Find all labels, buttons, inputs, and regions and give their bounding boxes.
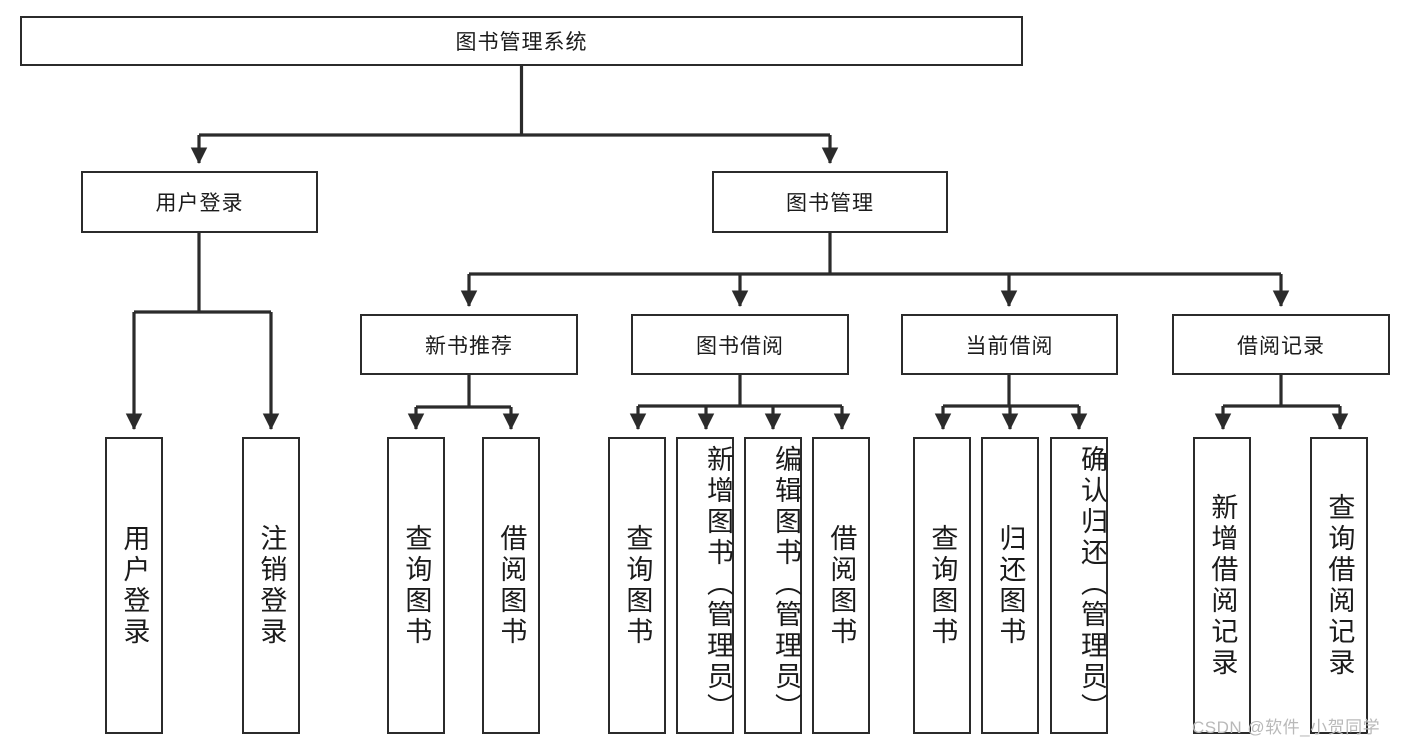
node-user-login-label: 用户登录 — [155, 192, 244, 215]
leaf-current-query-book[interactable]: 查询图书 — [913, 437, 971, 734]
node-user-login[interactable]: 用户登录 — [81, 171, 318, 233]
node-root[interactable]: 图书管理系统 — [20, 16, 1023, 66]
node-borrow-record-label: 借阅记录 — [1237, 334, 1325, 358]
node-new-book-recommend[interactable]: 新书推荐 — [360, 314, 578, 375]
csdn-watermark: CSDN @软件_小贺同学 — [1192, 718, 1381, 737]
node-book-management[interactable]: 图书管理 — [712, 171, 948, 233]
node-root-label: 图书管理系统 — [455, 31, 588, 54]
node-current-borrow[interactable]: 当前借阅 — [901, 314, 1118, 375]
leaf-user-login-do-label: 用户登录 — [119, 523, 150, 648]
leaf-user-login-do[interactable]: 用户登录 — [105, 437, 163, 734]
leaf-user-logout-label: 注销登录 — [256, 523, 287, 648]
leaf-borrow-query-book[interactable]: 查询图书 — [608, 437, 666, 734]
node-book-borrow[interactable]: 图书借阅 — [631, 314, 849, 375]
leaf-new-book-query-label: 查询图书 — [401, 523, 432, 648]
leaf-borrow-book-label: 借阅图书 — [826, 523, 857, 648]
leaf-return-book-label: 归还图书 — [995, 523, 1026, 648]
leaf-add-book-admin-label: 新增图书（管理员） — [703, 445, 733, 724]
leaf-add-borrow-record-label: 新增借阅记录 — [1207, 492, 1238, 679]
leaf-confirm-return-admin[interactable]: 确认归还（管理员） — [1050, 437, 1108, 734]
leaf-current-query-book-label: 查询图书 — [927, 523, 958, 648]
node-book-borrow-label: 图书借阅 — [696, 334, 784, 358]
leaf-add-book-admin[interactable]: 新增图书（管理员） — [676, 437, 734, 734]
node-book-management-label: 图书管理 — [786, 192, 874, 215]
leaf-query-borrow-record-label: 查询借阅记录 — [1324, 492, 1355, 679]
leaf-query-borrow-record[interactable]: 查询借阅记录 — [1310, 437, 1368, 734]
leaf-borrow-query-book-label: 查询图书 — [622, 523, 653, 648]
leaf-return-book[interactable]: 归还图书 — [981, 437, 1039, 734]
leaf-new-book-query[interactable]: 查询图书 — [387, 437, 445, 734]
node-new-book-recommend-label: 新书推荐 — [425, 334, 513, 358]
leaf-add-borrow-record[interactable]: 新增借阅记录 — [1193, 437, 1251, 734]
leaf-edit-book-admin-label: 编辑图书（管理员） — [771, 445, 801, 724]
leaf-new-book-borrow-label: 借阅图书 — [496, 523, 527, 648]
leaf-borrow-book[interactable]: 借阅图书 — [812, 437, 870, 734]
node-borrow-record[interactable]: 借阅记录 — [1172, 314, 1390, 375]
leaf-user-logout[interactable]: 注销登录 — [242, 437, 300, 734]
leaf-edit-book-admin[interactable]: 编辑图书（管理员） — [744, 437, 802, 734]
node-current-borrow-label: 当前借阅 — [965, 334, 1054, 358]
leaf-new-book-borrow[interactable]: 借阅图书 — [482, 437, 540, 734]
leaf-confirm-return-admin-label: 确认归还（管理员） — [1077, 445, 1107, 724]
